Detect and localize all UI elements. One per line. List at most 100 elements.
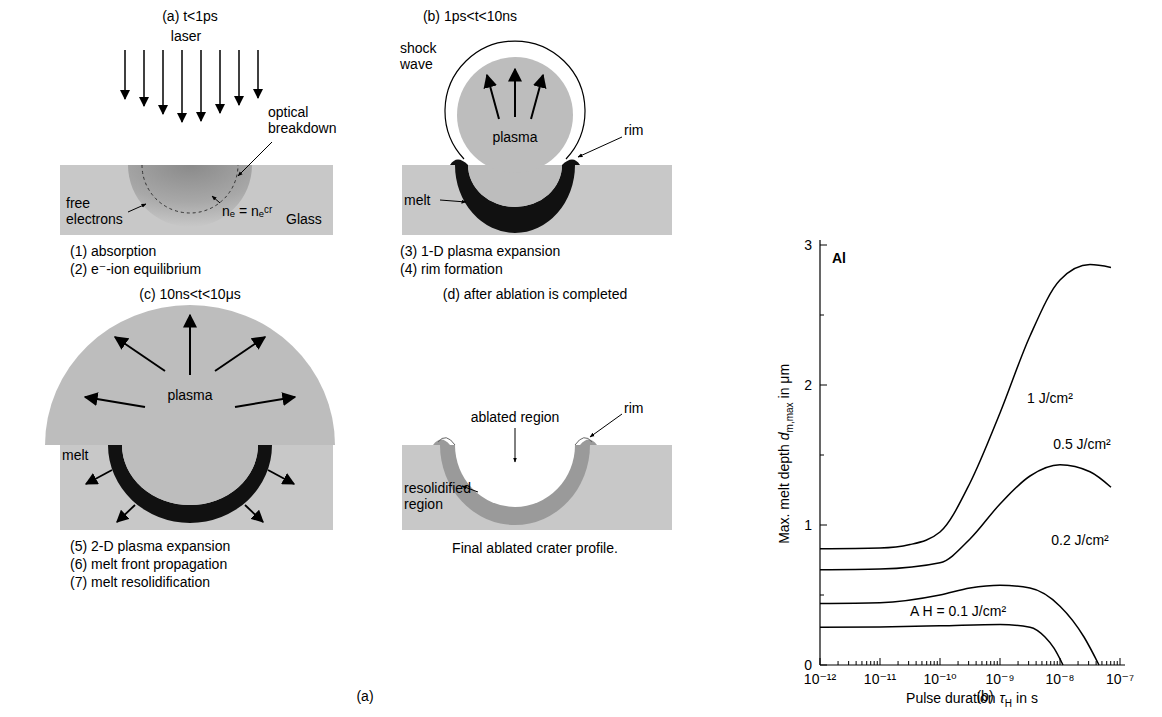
panel-c [60, 440, 333, 530]
axis-tick [934, 661, 935, 665]
axis-tick [861, 661, 862, 665]
melt-depth-curve [820, 585, 1099, 665]
axis-tick [1036, 661, 1037, 665]
caption: (7) melt resolidification [70, 574, 210, 590]
panel-title: (c) 10ns<t<10μs [139, 286, 240, 302]
axis-tick [1106, 661, 1107, 665]
axis-tick [997, 661, 998, 665]
axis-label-part: τ [1000, 690, 1005, 706]
annotation: melt [62, 447, 88, 463]
axis-tick [820, 385, 827, 386]
melt-depth-curve [820, 465, 1111, 570]
axis-tick [820, 665, 827, 666]
axis-label-part: in μm [776, 364, 792, 399]
tick-label: 3 [804, 237, 812, 253]
plasma-plume: plasma [45, 305, 335, 445]
axis-tick [820, 658, 821, 665]
melt-depth-curve [820, 624, 1063, 665]
axis-tick [898, 661, 899, 665]
panel-d [402, 414, 672, 530]
axis-tick [1041, 661, 1042, 665]
tick-label: 10⁻⁹ [986, 671, 1015, 687]
tick-label: 10⁻¹⁰ [923, 671, 956, 687]
axis-tick [820, 315, 824, 316]
panel-b [402, 41, 672, 235]
axis-tick [990, 661, 991, 665]
y-axis-label: Max. melt depth dm,max in μm [776, 364, 796, 544]
curve-label: 1 J/cm² [1027, 390, 1073, 406]
axis-tick [994, 661, 995, 665]
axis-tick [874, 661, 875, 665]
annotation: resolidified region [404, 480, 484, 512]
curve-label: 0.5 J/cm² [1053, 436, 1111, 452]
annotation: laser [171, 28, 201, 44]
axis-tick [926, 661, 927, 665]
axis-tick [1110, 661, 1111, 665]
axis-tick [1114, 661, 1115, 665]
axis-tick [1028, 661, 1029, 665]
region-label: plasma [167, 387, 212, 403]
annotation: nₑ = nₑᶜʳ [222, 203, 272, 219]
curve-label: 0.2 J/cm² [1051, 532, 1109, 548]
axis-tick [1057, 661, 1058, 665]
annotation: ablated region [471, 409, 560, 425]
annotation: optical breakdown [268, 104, 346, 136]
annotation: shock wave [400, 40, 448, 72]
axis-tick [820, 525, 827, 526]
plasma-shape [45, 305, 335, 445]
curve-label: A H = 0.1 J/cm² [910, 603, 1006, 619]
axis-tick [1018, 661, 1019, 665]
tick-label: 10⁻¹² [804, 671, 836, 687]
axis-tick [1078, 661, 1079, 665]
tick-label: 10⁻⁸ [1046, 671, 1075, 687]
subfigure-label: (a) [356, 688, 373, 704]
plasma-plume: plasma [457, 57, 573, 173]
axis-label-part: d [776, 433, 792, 441]
annotation: melt [404, 192, 430, 208]
axis-tick [866, 661, 867, 665]
axis-tick [908, 661, 909, 665]
x-axis-label: Pulse durationτHin s [906, 690, 1038, 710]
axis-tick [981, 661, 982, 665]
axis-tick [1117, 661, 1118, 665]
axis-tick [1054, 661, 1055, 665]
axis-tick [1101, 661, 1102, 665]
axis-tick [1120, 658, 1121, 665]
axis-tick [820, 455, 824, 456]
plasma-shape [457, 57, 573, 173]
axis-tick [1046, 661, 1047, 665]
axis-tick [820, 595, 824, 596]
panel-a [60, 50, 333, 235]
axis-tick [958, 661, 959, 665]
annotation: rim [624, 122, 643, 138]
panel-title: (a) t<1ps [162, 8, 218, 24]
panel-title: (b) 1ps<t<10ns [423, 8, 517, 24]
caption: (5) 2-D plasma expansion [70, 538, 230, 554]
melt-depth-curve [820, 265, 1111, 549]
tick-label: 10⁻⁷ [1106, 671, 1134, 687]
axis-tick [1000, 658, 1001, 665]
panel-title: (d) after ablation is completed [443, 286, 627, 302]
axis-tick [1088, 661, 1089, 665]
axis-tick [880, 658, 881, 665]
axis-label-part: H [1005, 698, 1012, 709]
caption: (6) melt front propagation [70, 556, 227, 572]
annotation: free electrons [66, 195, 130, 227]
axis-tick [916, 661, 917, 665]
caption: (4) rim formation [400, 261, 503, 277]
axis-tick [937, 661, 938, 665]
tick-label: 10⁻¹¹ [864, 671, 896, 687]
axis-label-part: Max. melt depth [776, 444, 792, 544]
axis-label-part: Pulse duration [906, 690, 996, 706]
chart-title: Al [832, 250, 846, 266]
axis-label-part: m,max [784, 403, 795, 433]
axis-tick [848, 661, 849, 665]
axis-tick [1050, 661, 1051, 665]
chart [820, 240, 1125, 665]
axis-tick [976, 661, 977, 665]
axis-tick [877, 661, 878, 665]
axis-tick [856, 661, 857, 665]
tick-label: 0 [804, 657, 812, 673]
annotation: Glass [286, 211, 322, 227]
